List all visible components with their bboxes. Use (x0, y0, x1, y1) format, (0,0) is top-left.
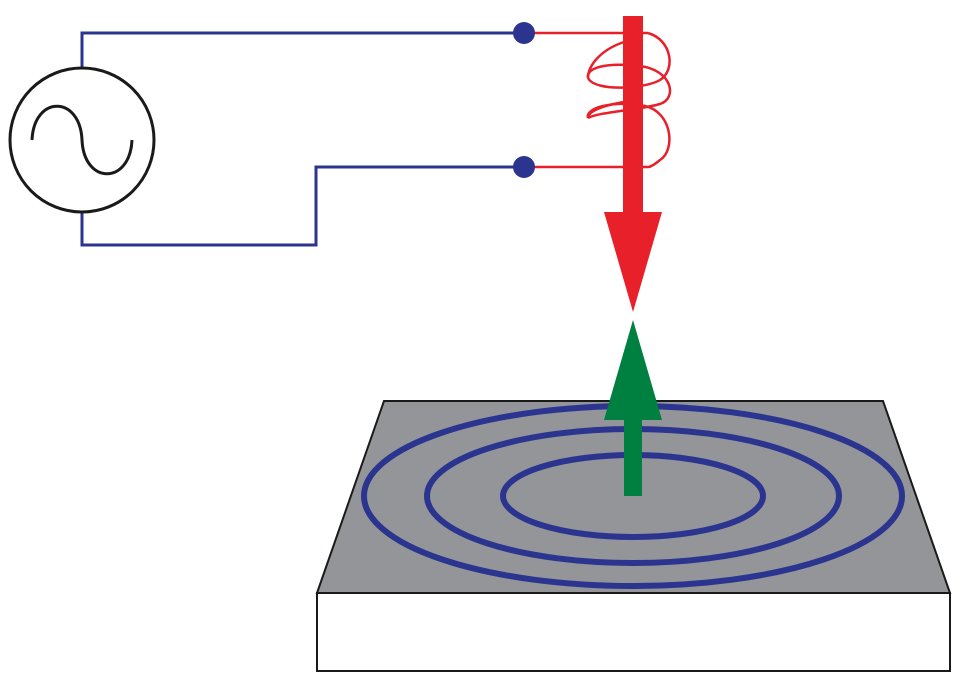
terminal-dot-icon-bottom (513, 156, 535, 178)
circuit-wires (80, 31, 524, 247)
ac-source-icon (8, 66, 156, 214)
wire-top (80, 31, 524, 68)
coil (586, 31, 672, 169)
coil-loop-3 (586, 102, 671, 169)
coil-loop-2 (586, 63, 672, 120)
induced-arrowhead (604, 320, 662, 420)
wire-bottom (80, 165, 524, 247)
sine-wave-icon (30, 104, 134, 176)
primary-arrow-shaft (623, 16, 643, 214)
primary-arrowhead (604, 212, 662, 312)
induced-arrow-shaft (624, 419, 642, 496)
plate-side-face (316, 592, 951, 672)
coil-winding-back-1 (586, 40, 625, 79)
coil-loop-1 (586, 31, 671, 89)
conductive-plate (315, 400, 952, 672)
induced-field-arrow (604, 320, 662, 496)
terminals (513, 22, 535, 178)
plate-top-face (315, 400, 952, 594)
terminal-dot-icon-top (513, 22, 535, 44)
